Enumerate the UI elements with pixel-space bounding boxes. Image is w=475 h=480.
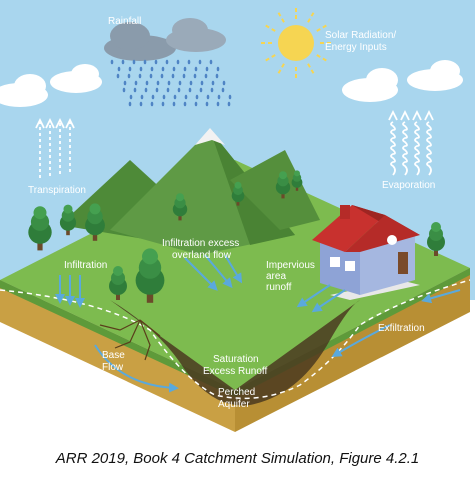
soil-right-face [235,268,470,432]
tree-roots-icon [99,319,161,361]
label-transpiration: Transpiration [28,185,86,196]
label-impervious-3: runoff [266,282,292,293]
label-solar-1: Solar Radiation/ [325,30,396,41]
impervious-arrow-2 [311,289,346,313]
label-rainfall: Rainfall [108,16,141,27]
cloud-right-icon [342,60,463,102]
grass-edge-left [0,280,235,397]
label-saturation-1: Saturation [213,354,259,365]
sun-icon [258,5,334,81]
figure-caption: ARR 2019, Book 4 Catchment Simulation, F… [55,450,420,467]
label-saturation-2: Excess Runoff [203,366,268,377]
trees [28,170,445,303]
exfiltration-arrow [331,324,391,358]
label-perched-2: Aquifer [218,399,250,410]
label-baseflow-1: Base [102,350,125,361]
evaporation-arrows-icon [388,109,434,176]
water-table-line [0,279,471,400]
house-icon [312,205,420,300]
baseflow-arrow [94,344,179,393]
label-solar-2: Energy Inputs [325,42,387,53]
overland-arrow-1 [184,257,218,291]
flow-arrows [55,254,461,393]
label-baseflow-2: Flow [102,362,124,373]
transpiration-arrows-icon [35,117,75,178]
overland-arrow-2 [204,254,233,289]
label-impervious-2: area [266,271,286,282]
label-perched-1: Perched [218,387,255,398]
label-infil-excess-2: overland flow [172,250,232,261]
exfiltration-arrow-surface [421,289,461,304]
label-infil-excess-1: Infiltration excess [162,238,239,249]
impervious-arrow-1 [296,284,331,308]
label-impervious-1: Impervious [266,260,315,271]
perched-aquifer [110,300,360,406]
rain-drops-icon [110,59,232,107]
diagram-canvas: Rainfall Solar Radiation/ Energy Inputs … [0,0,475,432]
label-infiltration: Infiltration [64,260,107,271]
label-exfiltration: Exfiltration [378,323,425,334]
soil-left-face [0,280,235,432]
rain-cloud-icon [104,18,226,61]
overland-arrow-3 [224,254,243,284]
label-evaporation: Evaporation [382,180,435,191]
cloud-left-icon [0,64,102,107]
